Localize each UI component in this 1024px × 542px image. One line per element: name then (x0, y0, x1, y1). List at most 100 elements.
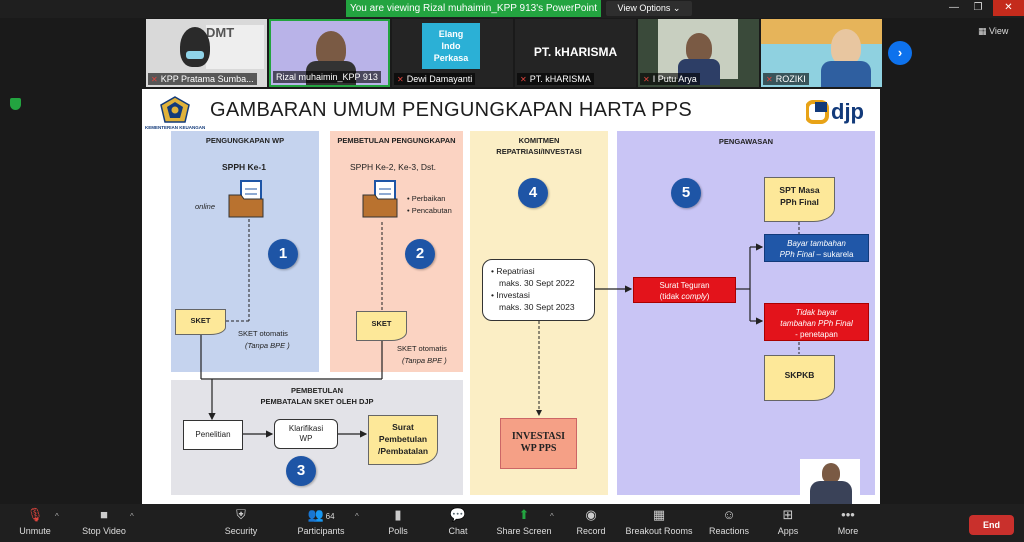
reactions-icon: ☺ (722, 507, 736, 522)
panel2-subheader: SPPH Ke-2, Ke-3, Dst. (350, 162, 436, 172)
participant-card: Elang Indo Perkasa (422, 23, 480, 69)
close-icon[interactable]: ✕ (993, 0, 1024, 16)
participant-tile[interactable]: ✕ROZIKI (761, 19, 882, 87)
mic-muted-icon: ✕ (151, 75, 158, 84)
participant-tile[interactable]: DMT ✕KPP Pratama Sumba... (146, 19, 267, 87)
share-screen-icon: ⬆ (518, 507, 530, 522)
sket-note-bpe: (Tanpa BPE ) (245, 341, 290, 350)
participant-card-text: PT. kHARISMA (533, 45, 618, 59)
mic-muted-icon: ✕ (397, 75, 404, 84)
surat-line2: Pembetulan (378, 434, 428, 444)
share-banner: You are viewing Rizal muhaimin_KPP 913's… (346, 0, 601, 17)
apps-icon: ⊞ (782, 507, 794, 522)
sket-document: SKET (356, 311, 407, 341)
participant-tile[interactable]: PT. kHARISMA ✕PT. kHARISMA (515, 19, 636, 87)
participant-tile[interactable]: Elang Indo Perkasa ✕Dewi Damayanti (392, 19, 513, 87)
investasi-line2: WP PPS (520, 443, 557, 454)
surat-line1: Surat (392, 422, 414, 432)
panel4-header-line2: REPATRIASI/INVESTASI (496, 147, 582, 156)
surat-teguran-line2: (tidak comply) (659, 292, 710, 301)
more-button[interactable]: •••More (830, 504, 866, 542)
polls-icon: ▮ (394, 507, 402, 522)
breakout-rooms-button[interactable]: ▦Breakout Rooms (624, 504, 694, 542)
participant-body (821, 61, 871, 87)
panel3-header-line1: PEMBETULAN (290, 386, 344, 395)
mic-muted-icon: ✕ (766, 75, 773, 84)
next-participants-button[interactable]: › (888, 41, 912, 65)
record-button[interactable]: ◉Record (571, 504, 611, 542)
investasi-label: • Investasi (491, 290, 530, 300)
tidak-line3: - penetapan (795, 330, 838, 339)
mic-muted-icon: 🎙 (26, 507, 44, 522)
repatriasi-label: • Repatriasi (491, 266, 535, 276)
security-button[interactable]: ⛨Security (220, 504, 262, 542)
minimize-icon[interactable]: — (949, 2, 959, 13)
chat-button[interactable]: 💬Chat (438, 504, 478, 542)
tidak-line1: Tidak bayar (795, 308, 838, 317)
mic-muted-icon: ✕ (520, 75, 527, 84)
spt-masa-document: SPT Masa PPh Final (764, 177, 835, 222)
bayar-line2: PPh Final – sukarela (779, 250, 854, 259)
step-number-1: 1 (268, 239, 298, 269)
view-button[interactable]: ▦ View (978, 26, 1009, 36)
panel2-header: PEMBETULAN PENGUNGKAPAN (337, 136, 456, 145)
djp-logo-icon (805, 100, 829, 124)
participant-name: ✕I Putu Arya (640, 73, 700, 85)
restore-icon[interactable]: ❐ (973, 2, 983, 13)
step-number-4: 4 (518, 178, 548, 208)
investasi-line1: INVESTASI (511, 431, 566, 442)
panel1-subheader: SPPH Ke-1 (222, 162, 266, 172)
view-options-button[interactable]: View Options ⌄ (606, 1, 692, 16)
participant-name: ✕Dewi Damayanti (394, 73, 476, 85)
kemenkeu-logo-icon (160, 96, 190, 123)
klarifikasi-line1: Klarifikasi (288, 424, 324, 433)
participant-name: ✕PT. kHARISMA (517, 73, 594, 85)
share-screen-button[interactable]: ⬆Share Screen (495, 504, 553, 542)
audio-options-caret[interactable]: ^ (55, 512, 59, 521)
skpkb-document: SKPKB (764, 355, 835, 401)
reactions-button[interactable]: ☺Reactions (706, 504, 752, 542)
share-options-caret[interactable]: ^ (550, 512, 554, 521)
participant-tile-active[interactable]: Rizal muhaimin_KPP 913 (269, 19, 390, 87)
mic-muted-icon: ✕ (643, 75, 650, 84)
polls-button[interactable]: ▮Polls (378, 504, 418, 542)
shared-slide: KEMENTERIAN KEUANGAN GAMBARAN UMUM PENGU… (142, 89, 880, 506)
presenter-body (810, 481, 852, 506)
panel4-header-line1: KOMITMEN (518, 136, 560, 145)
sket-note: SKET otomatis (238, 329, 288, 338)
document-folder-icon (362, 180, 398, 218)
djp-logo-text: djp (831, 99, 864, 124)
video-camera-icon: ■ (100, 507, 108, 522)
sket-document: SKET (175, 309, 226, 335)
unmute-button[interactable]: 🎙Unmute (14, 504, 56, 542)
investasi-deadline: maks. 30 Sept 2023 (499, 302, 575, 312)
participants-options-caret[interactable]: ^ (355, 512, 359, 521)
background-wall: DMT (206, 25, 264, 69)
klarifikasi-line2: WP (299, 434, 313, 443)
komitmen-box: • Repatriasi maks. 30 Sept 2022 • Invest… (482, 259, 595, 321)
apps-button[interactable]: ⊞Apps (770, 504, 806, 542)
video-options-caret[interactable]: ^ (130, 512, 134, 521)
sket-note-bpe: (Tanpa BPE ) (402, 356, 447, 365)
participant-video (831, 29, 861, 65)
participant-name: ✕KPP Pratama Sumba... (148, 73, 257, 85)
bayar-line1: Bayar tambahan (787, 239, 846, 248)
surat-pembetulan-document: Surat Pembetulan /Pembatalan (368, 415, 438, 465)
kemenkeu-label: KEMENTERIAN KEUANGAN (145, 125, 206, 130)
panel3-header-line2: PEMBATALAN SKET OLEH DJP (260, 397, 374, 406)
presenter-head (822, 463, 840, 483)
participant-tile[interactable]: ✕I Putu Arya (638, 19, 759, 87)
step-number-2: 2 (405, 239, 435, 269)
spt-line1: SPT Masa (779, 185, 820, 195)
surat-teguran-line1: Surat Teguran (659, 281, 710, 290)
shield-icon: ⛨ (236, 507, 246, 522)
meeting-toolbar (0, 504, 1024, 542)
end-meeting-button[interactable]: End (969, 515, 1014, 535)
participant-video (686, 33, 712, 63)
djp-logo: djp (805, 99, 874, 125)
document-folder-icon (228, 180, 264, 218)
stop-video-button[interactable]: ■Stop Video (78, 504, 130, 542)
security-shield-icon (10, 98, 21, 110)
panel1-online-label: online (195, 202, 216, 211)
